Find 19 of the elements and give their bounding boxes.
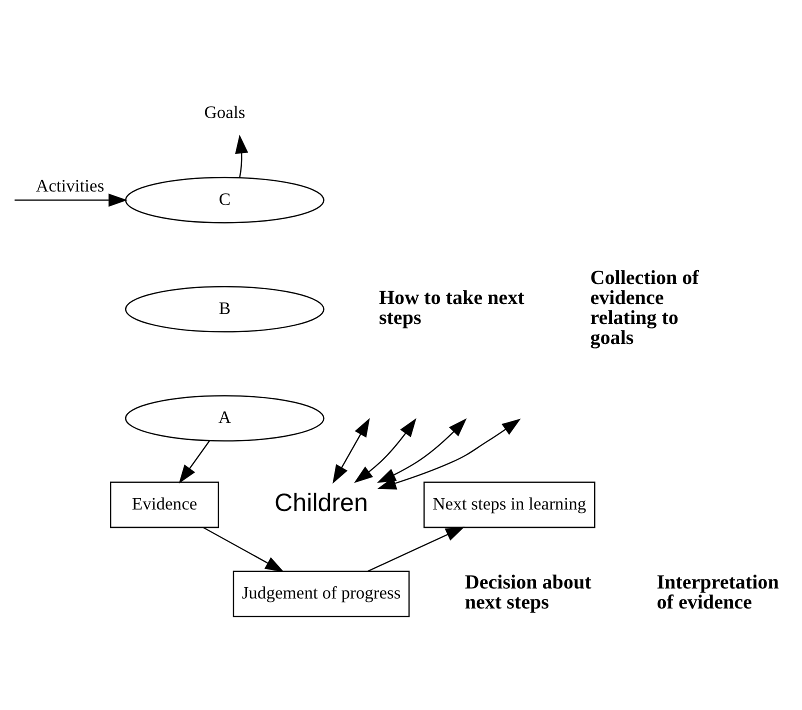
arrow: [202, 526, 284, 572]
node-text: Children: [274, 489, 368, 518]
edge-label: Activities: [36, 176, 104, 196]
arrow: [178, 440, 210, 484]
arrow: [14, 194, 128, 207]
label: Collection of evidence relating to goals: [590, 266, 699, 350]
label: Decision about next steps: [464, 572, 592, 614]
label: Interpretation of evidence: [656, 572, 779, 614]
node-ellipse: C: [125, 176, 324, 224]
node-box: Next steps in learning: [423, 482, 596, 528]
node-box: Evidence: [110, 482, 220, 528]
node-ellipse: A: [125, 395, 324, 442]
node-box: Judgement of progress: [232, 570, 410, 618]
node-ellipse: B: [125, 286, 324, 332]
arrow: [332, 418, 370, 484]
arrow: [235, 134, 248, 178]
label: How to take next steps: [378, 286, 524, 330]
node-text: Goals: [204, 102, 246, 122]
arrow: [368, 526, 465, 572]
